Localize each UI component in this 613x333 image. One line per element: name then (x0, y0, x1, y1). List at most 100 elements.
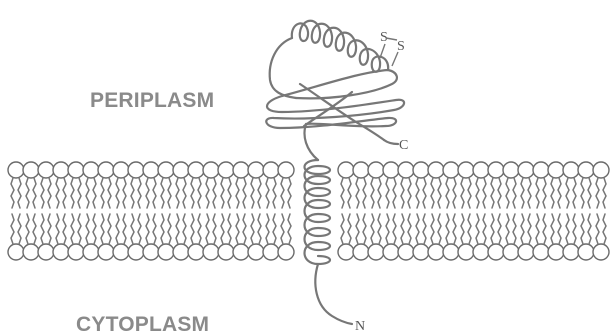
c-terminal-tail (384, 140, 398, 144)
lipid-head-upper (473, 162, 489, 178)
lipid-head-upper (173, 162, 189, 178)
periplasm-label: PERIPLASM (90, 89, 214, 112)
lipid-head-lower (113, 244, 129, 260)
lipid-tail-upper (101, 178, 111, 208)
lipid-head-lower (563, 244, 579, 260)
lipid-head-upper (383, 162, 399, 178)
lipid-head-lower (248, 244, 264, 260)
n-terminal-tail (315, 264, 352, 324)
lipid-head-upper (113, 162, 129, 178)
lipid-tail-upper (401, 178, 411, 208)
lipid-head-upper (563, 162, 579, 178)
lipid-tail-lower (386, 214, 396, 244)
lipid-head-upper (413, 162, 429, 178)
lipid-head-lower (488, 244, 504, 260)
lipid-tail-lower (341, 214, 351, 244)
lipid-tail-lower (221, 214, 231, 244)
cytoplasm-label: CYTOPLASM (76, 313, 209, 333)
lipid-head-upper (518, 162, 534, 178)
lipid-tail-lower (116, 214, 126, 244)
lipid-head-upper (68, 162, 84, 178)
lipid-head-lower (38, 244, 54, 260)
lipid-bilayer-left (8, 162, 294, 260)
lipid-tail-upper (26, 178, 36, 208)
lipid-tail-lower (536, 214, 546, 244)
lipid-tail-lower (431, 214, 441, 244)
lipid-tail-lower (581, 214, 591, 244)
lipid-head-lower (233, 244, 249, 260)
lipid-tail-lower (251, 214, 261, 244)
lipid-tail-upper (476, 178, 486, 208)
lipid-head-upper (353, 162, 369, 178)
lipid-head-upper (263, 162, 279, 178)
lipid-tail-lower (206, 214, 216, 244)
lipid-head-lower (188, 244, 204, 260)
lipid-head-upper (338, 162, 354, 178)
lipid-tail-upper (491, 178, 501, 208)
lipid-head-lower (158, 244, 174, 260)
lipid-head-lower (218, 244, 234, 260)
n-terminus-label: N (355, 319, 365, 333)
lipid-tail-upper (11, 178, 21, 208)
lipid-head-lower (368, 244, 384, 260)
periplasmic-loop-left (270, 38, 296, 98)
lipid-head-upper (83, 162, 99, 178)
lipid-head-lower (533, 244, 549, 260)
lipid-tail-upper (461, 178, 471, 208)
lipid-tail-upper (551, 178, 561, 208)
lipid-tail-lower (416, 214, 426, 244)
lipid-head-upper (128, 162, 144, 178)
lipid-head-upper (23, 162, 39, 178)
periplasmic-helix (292, 21, 388, 72)
lipid-head-lower (203, 244, 219, 260)
lipid-tail-lower (71, 214, 81, 244)
periplasmic-strands (266, 70, 404, 128)
lipid-head-lower (8, 244, 24, 260)
lipid-tail-lower (26, 214, 36, 244)
lipid-tail-upper (521, 178, 531, 208)
lipid-head-lower (353, 244, 369, 260)
lipid-tail-upper (56, 178, 66, 208)
lipid-head-upper (53, 162, 69, 178)
lipid-head-lower (398, 244, 414, 260)
lipid-head-lower (503, 244, 519, 260)
lipid-head-upper (548, 162, 564, 178)
lipid-tail-lower (566, 214, 576, 244)
lipid-head-upper (428, 162, 444, 178)
lipid-head-upper (8, 162, 24, 178)
lipid-tail-lower (281, 214, 291, 244)
lipid-tail-upper (146, 178, 156, 208)
lipid-tail-lower (371, 214, 381, 244)
lipid-tail-upper (506, 178, 516, 208)
lipid-head-upper (488, 162, 504, 178)
lipid-head-lower (173, 244, 189, 260)
lipid-tail-upper (191, 178, 201, 208)
lipid-head-lower (98, 244, 114, 260)
lipid-tail-lower (146, 214, 156, 244)
lipid-tail-lower (11, 214, 21, 244)
lipid-head-upper (278, 162, 294, 178)
lipid-head-upper (593, 162, 609, 178)
lipid-head-upper (578, 162, 594, 178)
disulfide-sulfur-2: S (397, 39, 405, 54)
lipid-head-lower (548, 244, 564, 260)
lipid-tail-upper (161, 178, 171, 208)
lipid-head-lower (428, 244, 444, 260)
lipid-tail-lower (596, 214, 606, 244)
lipid-tail-upper (86, 178, 96, 208)
lipid-tail-upper (251, 178, 261, 208)
lipid-tail-upper (536, 178, 546, 208)
lipid-head-upper (98, 162, 114, 178)
lipid-tail-upper (596, 178, 606, 208)
lipid-tail-lower (191, 214, 201, 244)
lipid-head-lower (128, 244, 144, 260)
transmembrane-helix (305, 160, 331, 264)
lipid-tail-lower (356, 214, 366, 244)
lipid-tail-lower (551, 214, 561, 244)
lipid-tail-lower (101, 214, 111, 244)
lipid-head-lower (23, 244, 39, 260)
lipid-head-upper (443, 162, 459, 178)
lipid-head-upper (503, 162, 519, 178)
lipid-tail-upper (566, 178, 576, 208)
lipid-tail-lower (176, 214, 186, 244)
